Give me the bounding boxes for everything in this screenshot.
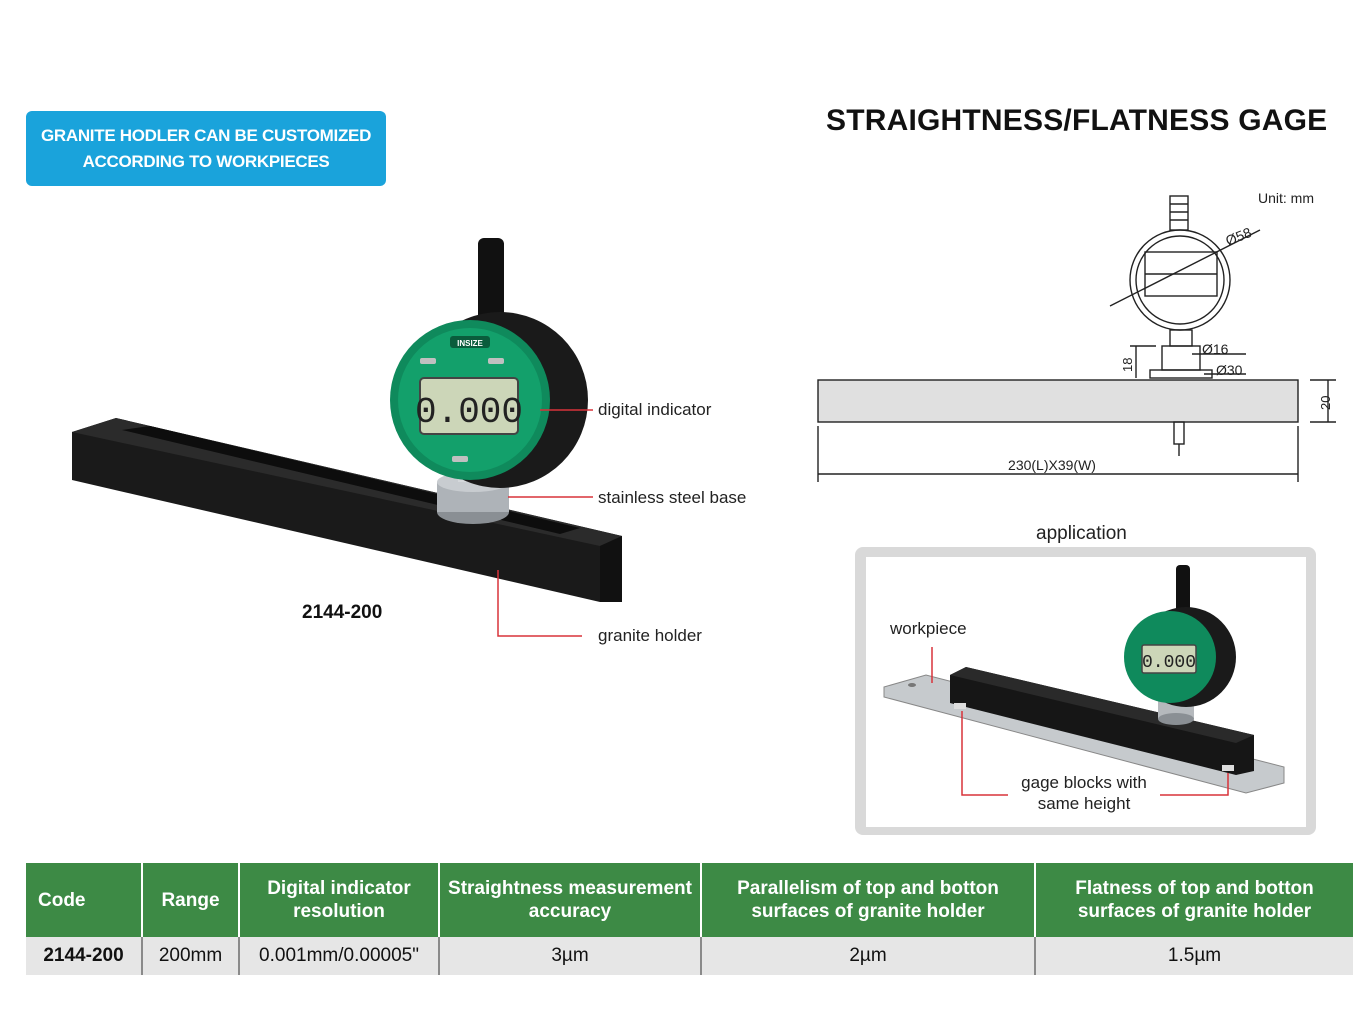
cell-resolution: 0.001mm/0.00005" [239,937,440,975]
label-workpiece: workpiece [890,619,967,638]
app-granite-holder [950,667,1254,775]
product-illustration: 0.000 INSIZE [72,238,622,637]
app-indicator-reading: 0.000 [1142,653,1196,673]
header-straightness: Straightness measurement accuracy [439,863,702,937]
leader-holder [497,570,582,637]
label-granite-holder: granite holder [598,626,702,645]
indicator-plunger [478,238,504,328]
dim-stem-diameter: Ø16 [1202,341,1229,357]
banner-line-2: ACCORDING TO WORKPIECES [82,151,330,171]
indicator-reading: 0.000 [415,392,523,433]
cell-flatness: 1.5µm [1035,937,1353,975]
dim-block-size: 230(L)X39(W) [1008,457,1096,473]
granite-holder-body [72,418,622,602]
cell-range: 200mm [142,937,240,975]
label-digital-indicator: digital indicator [598,400,712,419]
customization-banner: GRANITE HODLER CAN BE CUSTOMIZED ACCORDI… [26,111,386,186]
label-gage-blocks: gage blocks with same height [1012,772,1156,814]
header-resolution: Digital indicator resolution [239,863,440,937]
dim-block-height: 20 [1318,396,1333,410]
dim-base-height: 18 [1120,358,1135,372]
brand-logo: INSIZE [457,339,483,348]
cell-parallelism: 2µm [701,937,1036,975]
header-flatness: Flatness of top and botton surfaces of g… [1035,863,1353,937]
cell-code: 2144-200 [26,937,143,975]
application-illustration: 0.000 [883,565,1285,796]
dim-dial-diameter: Ø58 [1223,224,1254,249]
dim-base-diameter: Ø30 [1216,362,1243,378]
banner-line-1: GRANITE HODLER CAN BE CUSTOMIZED [40,125,372,145]
gage-blocks-line-1: gage blocks with [1021,773,1147,792]
label-stainless-steel-base: stainless steel base [598,488,747,507]
header-parallelism: Parallelism of top and botton surfaces o… [701,863,1036,937]
page-title: STRAIGHTNESS/FLATNESS GAGE [826,104,1328,137]
table-header-row: Code Range Digital indicator resolution … [26,863,1353,937]
model-code: 2144-200 [302,602,383,623]
indicator-lcd [419,377,519,435]
header-code: Code [26,863,143,937]
header-range: Range [142,863,240,937]
application-title: application [1036,523,1127,544]
cell-straightness: 3µm [439,937,702,975]
gage-blocks-line-2: same height [1037,794,1131,813]
unit-label: Unit: mm [1258,190,1314,206]
table-row: 2144-200 200mm 0.001mm/0.00005" 3µm 2µm … [26,937,1353,975]
technical-drawing: Ø58 Ø16 Ø30 18 20 230(L)X39(W) [817,195,1336,482]
spec-table: Code Range Digital indicator resolution … [26,863,1353,975]
